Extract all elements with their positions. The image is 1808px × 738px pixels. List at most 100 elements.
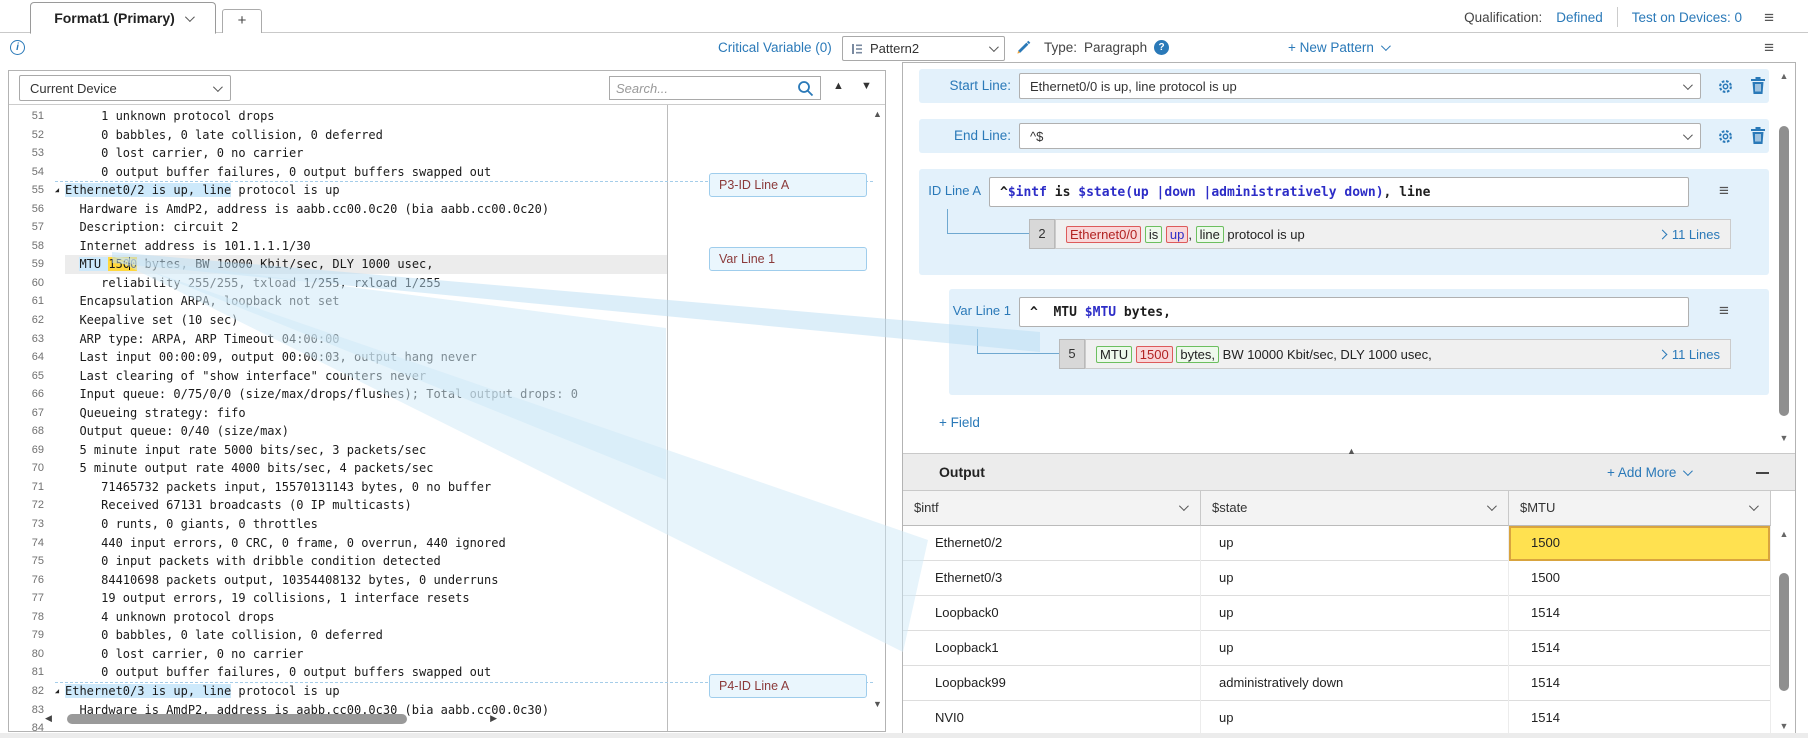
device-select[interactable]: Current Device [19,75,231,101]
code-line[interactable]: 68 Output queue: 0/40 (size/max) [9,422,667,441]
gear-icon[interactable] [1717,128,1734,145]
literal-token: ^ [1000,184,1008,200]
line-tag[interactable]: P3-ID Line A [709,173,867,197]
code-line[interactable]: 65 Last clearing of "show interface" cou… [9,367,667,386]
code-line[interactable]: 75 0 input packets with dribble conditio… [9,552,667,571]
search-input[interactable]: Search... [609,76,821,100]
code-line[interactable]: 72 Received 67131 broadcasts (0 IP multi… [9,496,667,515]
fold-marker-icon[interactable]: ◢ [54,686,60,695]
code-line[interactable]: 52 0 babbles, 0 late collision, 0 deferr… [9,126,667,145]
column-header-label: $state [1212,500,1248,515]
code-line[interactable]: 74 440 input errors, 0 CRC, 0 frame, 0 o… [9,534,667,553]
menu-icon[interactable]: ≡ [1719,181,1729,200]
code-line[interactable]: 56 Hardware is AmdP2, address is aabb.cc… [9,200,667,219]
fold-marker-icon[interactable]: ◢ [54,186,60,195]
code-line[interactable]: 70 5 minute output rate 4000 bits/sec, 4… [9,459,667,478]
code-line[interactable]: 59 MTU 1500 bytes, BW 10000 Kbit/sec, DL… [9,255,667,274]
add-more-button[interactable]: + Add More [1607,454,1694,491]
end-line-input[interactable]: ^$ [1019,123,1701,149]
scroll-up-icon[interactable]: ▲ [873,109,882,119]
column-header-select[interactable]: $state [1201,491,1509,526]
trash-icon[interactable] [1751,127,1765,144]
var-line-pattern-input[interactable]: ^ MTU $MTU bytes, [1019,297,1689,327]
qualification-value[interactable]: Defined [1556,9,1603,25]
scrollbar-thumb[interactable] [1779,126,1789,416]
scroll-up-icon[interactable]: ▲ [1779,71,1789,81]
expand-lines-link[interactable]: 11 Lines [1657,347,1720,362]
scroll-down-icon[interactable]: ▼ [1779,721,1789,731]
code-line[interactable]: 76 84410698 packets output, 10354408132 … [9,571,667,590]
search-next-icon[interactable]: ▼ [861,80,872,92]
code-line[interactable]: 57 Description: circuit 2 [9,218,667,237]
code-line[interactable]: 66 Input queue: 0/75/0/0 (size/max/drops… [9,385,667,404]
start-line-input[interactable]: Ethernet0/0 is up, line protocol is up [1019,73,1701,99]
menu-icon[interactable]: ≡ [1719,301,1729,320]
code-line[interactable]: 84 [9,719,667,738]
collapse-handle-icon[interactable]: ▲ [1347,446,1356,456]
table-scrollbar[interactable]: ▲ ▼ [1777,529,1791,733]
column-header-select[interactable]: $intf [903,491,1201,526]
code-line[interactable]: 51 1 unknown protocol drops [9,107,667,126]
scroll-down-icon[interactable]: ▼ [873,699,882,709]
search-icon[interactable] [797,80,814,97]
new-pattern-button[interactable]: + New Pattern [1288,40,1391,55]
vertical-scrollbar[interactable]: ▲ ▼ [870,107,885,731]
pattern-select[interactable]: Pattern2 [842,36,1005,61]
gear-icon[interactable] [1717,78,1734,95]
code-line[interactable]: 80 0 lost carrier, 0 no carrier [9,645,667,664]
test-on-devices-link[interactable]: Test on Devices: 0 [1631,9,1743,25]
expand-lines-link[interactable]: 11 Lines [1657,227,1720,242]
code-line[interactable]: 64 Last input 00:00:09, output 00:00:03,… [9,348,667,367]
code-line[interactable]: 81 0 output buffer failures, 0 output bu… [9,663,667,682]
code-line[interactable]: 69 5 minute input rate 5000 bits/sec, 3 … [9,441,667,460]
code-line[interactable]: 83 Hardware is AmdP2, address is aabb.cc… [9,701,667,720]
code-line[interactable]: 73 0 runts, 0 giants, 0 throttles [9,515,667,534]
help-icon[interactable]: ? [1154,40,1170,55]
code-line[interactable]: 55◢Ethernet0/2 is up, line protocol is u… [9,181,667,200]
code-line[interactable]: 78 4 unknown protocol drops [9,608,667,627]
add-field-link[interactable]: + Field [939,415,980,430]
code-line[interactable]: 71 71465732 packets input, 15570131143 b… [9,478,667,497]
code-line[interactable]: 79 0 babbles, 0 late collision, 0 deferr… [9,626,667,645]
search-prev-icon[interactable]: ▲ [833,80,844,92]
id-line-pattern-input[interactable]: ^$intf is $state(up |down |administrativ… [989,177,1689,207]
scrollbar-thumb[interactable] [1779,573,1789,691]
line-tag[interactable]: P4-ID Line A [709,674,867,698]
code-line[interactable]: 67 Queueing strategy: fifo [9,404,667,423]
info-icon[interactable]: i [10,40,25,55]
horizontal-scrollbar[interactable]: ◀ ▶ [45,711,497,727]
scrollbar-thumb[interactable] [67,714,407,724]
scroll-down-icon[interactable]: ▼ [1779,433,1789,443]
collapse-minus-icon[interactable] [1756,472,1769,475]
code-line[interactable]: 60 reliability 255/255, txload 1/255, rx… [9,274,667,293]
code-line[interactable]: 53 0 lost carrier, 0 no carrier [9,144,667,163]
trash-icon[interactable] [1751,77,1765,94]
scroll-left-icon[interactable]: ◀ [45,713,52,723]
edit-pencil-icon[interactable] [1014,38,1031,55]
code-line[interactable]: 82◢Ethernet0/3 is up, line protocol is u… [9,682,667,701]
critical-variable-link[interactable]: Critical Variable (0) [718,40,832,55]
scroll-up-icon[interactable]: ▲ [1779,529,1789,539]
line-tag[interactable]: Var Line 1 [709,247,867,271]
match-count-badge: 2 [1029,219,1055,249]
code-line[interactable]: 58 Internet address is 101.1.1.1/30 [9,237,667,256]
code-line[interactable]: 62 Keepalive set (10 sec) [9,311,667,330]
code-line[interactable]: 77 19 output errors, 19 collisions, 1 in… [9,589,667,608]
menu-icon[interactable]: ≡ [1764,38,1774,57]
code-line[interactable]: 63 ARP type: ARPA, ARP Timeout 04:00:00 [9,330,667,349]
code-line[interactable]: 54 0 output buffer failures, 0 output bu… [9,163,667,182]
menu-icon[interactable]: ≡ [1764,7,1774,27]
pattern-scrollbar[interactable]: ▲ ▼ [1777,71,1791,447]
code-line[interactable]: 61 Encapsulation ARPA, loopback not set [9,292,667,311]
tab-bar: Format1 (Primary) + Qualification: Defin… [0,0,1808,34]
scroll-right-icon[interactable]: ▶ [490,713,497,723]
add-tab-button[interactable]: + [222,9,262,33]
tab-format1[interactable]: Format1 (Primary) [30,2,216,34]
column-header-select[interactable]: $MTU [1509,491,1771,526]
